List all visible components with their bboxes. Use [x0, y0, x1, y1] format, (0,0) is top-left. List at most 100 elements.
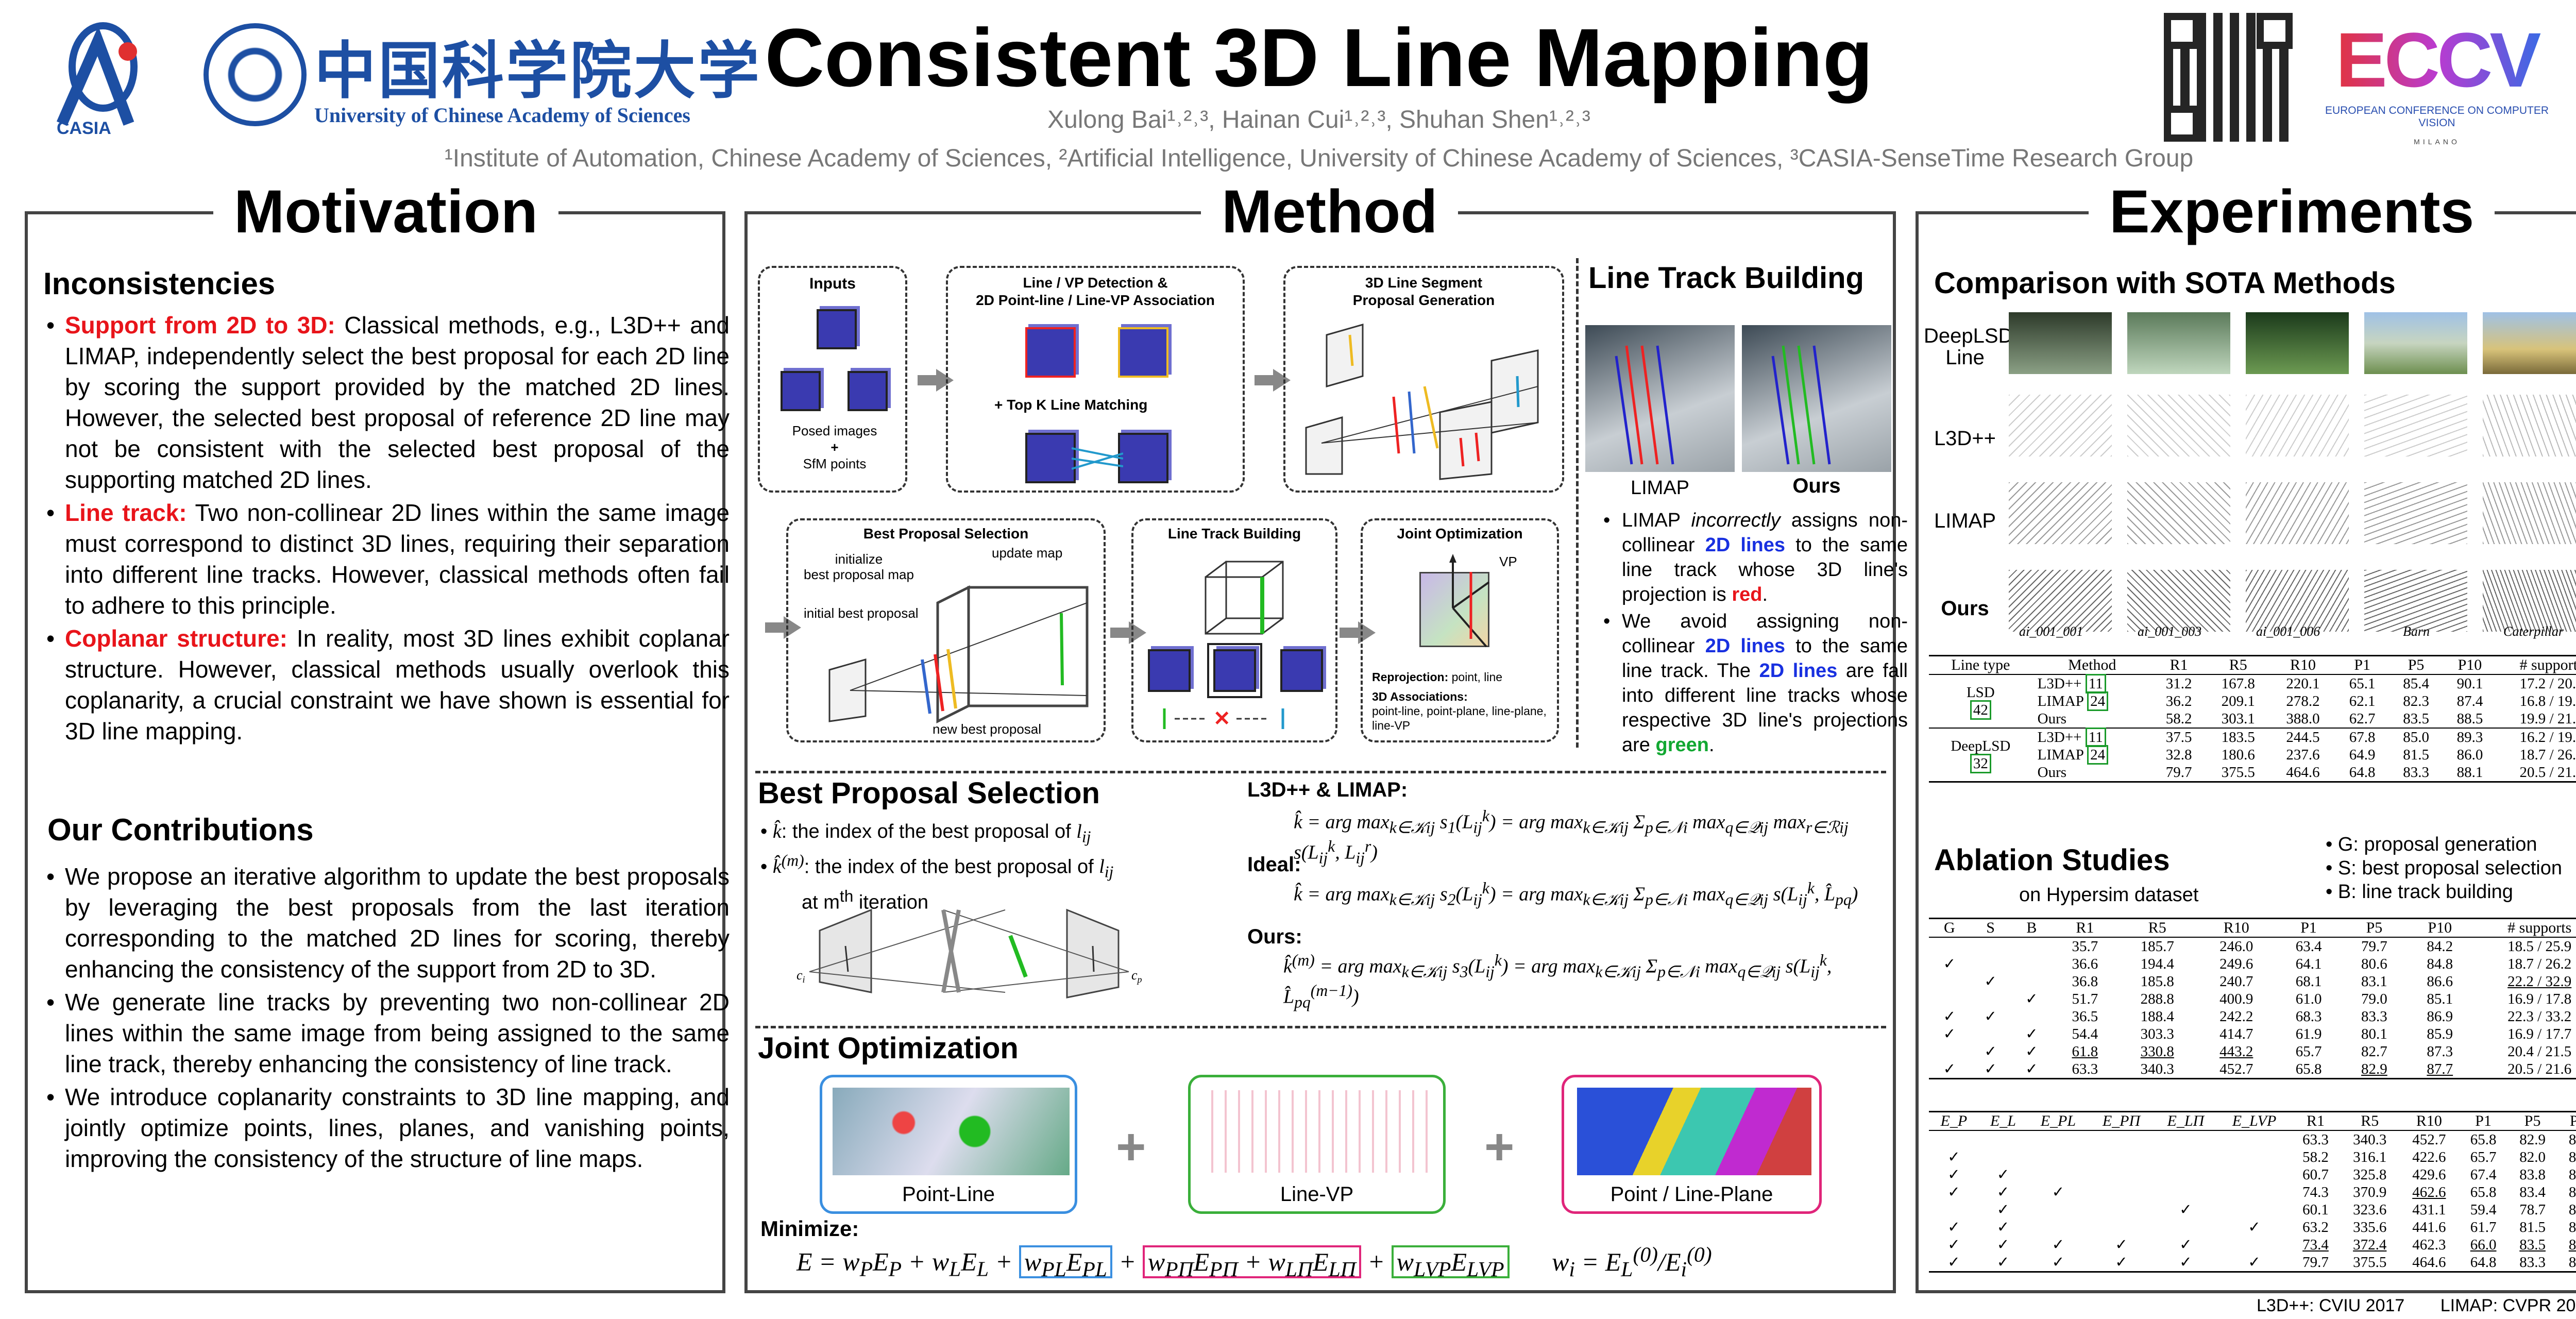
table-cell: 80.1 — [2361, 1026, 2387, 1042]
table-cell — [1929, 990, 1970, 1008]
jo-title: Joint Optimization — [758, 1031, 1019, 1065]
table-cell: 79.7 — [2302, 1254, 2329, 1271]
table-cell: ✓ — [1996, 1237, 2010, 1253]
table-cell: 82.7 — [2361, 1043, 2387, 1060]
table-cell: 65.8 — [2470, 1131, 2497, 1148]
table-cell — [2089, 1183, 2154, 1201]
ideal-equation: k̂ = arg maxk∈𝒦ij s2(Lijk) = arg maxk∈𝒦i… — [1294, 879, 1858, 909]
best-proposal-box: Best Proposal Selection initialize best … — [786, 518, 1106, 742]
line-vp-image: Line-VP — [1188, 1075, 1446, 1214]
bps-title: Best Proposal Selection — [758, 776, 1100, 810]
table-cell: ✓ — [2179, 1202, 2192, 1218]
l3d-equation: k̂ = arg maxk∈𝒦ij s1(Lijk) = arg maxk∈𝒦i… — [1294, 807, 1849, 867]
table-cell: 66.0 — [2470, 1237, 2497, 1253]
legend-item: • S: best proposal selection — [2326, 857, 2563, 879]
table-cell: ✓ — [1984, 1061, 1997, 1077]
table-cell: 88.1 — [2568, 1166, 2576, 1183]
experiments-title: Experiments — [2089, 178, 2495, 245]
table-cell: 20.4 / 21.5 — [2507, 1043, 2572, 1060]
table-cell: 431.1 — [2412, 1202, 2446, 1218]
arrow-icon — [1255, 369, 1291, 392]
table-cell: ✓ — [1943, 1026, 1956, 1042]
table-cell: 87.7 — [2568, 1131, 2576, 1148]
inconsistency-coplanar: Coplanar structure: In reality, most 3D … — [46, 623, 730, 747]
row-label-limap: LIMAP — [1934, 510, 1996, 532]
table-cell: ✓ — [1943, 1008, 1956, 1025]
ablation-legend: • G: proposal generation • S: best propo… — [2326, 833, 2562, 904]
ablation-heading: Ablation Studies — [1934, 843, 2170, 877]
table-cell: 462.3 — [2412, 1237, 2446, 1253]
motivation-title: Motivation — [213, 178, 558, 245]
column-header: E_PΠ — [2102, 1112, 2141, 1129]
sota-row-labels: DeepLSD Line L3D++ LIMAP Ours — [1924, 315, 2013, 645]
table-cell — [2154, 1183, 2217, 1201]
table-cell: 80.6 — [2361, 956, 2387, 972]
table-cell: 429.6 — [2412, 1166, 2446, 1183]
table-cell: 464.6 — [2412, 1254, 2446, 1271]
scene-label: ai_001_001 — [2019, 624, 2083, 639]
table-cell: 83.3 — [2519, 1254, 2546, 1271]
table-cell: 372.4 — [2353, 1237, 2387, 1253]
table-cell: 249.6 — [2219, 956, 2253, 972]
scene-label: ai_001_003 — [2138, 624, 2202, 639]
table-cell — [1929, 937, 1970, 955]
table-cell: 61.8 — [2072, 1043, 2098, 1060]
table-cell: 441.6 — [2412, 1219, 2446, 1236]
update-map-label: update map — [992, 545, 1063, 561]
eccv-logo: ECCV EUROPEAN CONFERENCE ON COMPUTER VIS… — [2324, 15, 2550, 149]
table-cell — [1979, 1148, 2028, 1166]
new-best-label: new best proposal — [933, 721, 1042, 737]
table-cell — [1970, 955, 2011, 973]
table-cell: 64.1 — [2295, 956, 2322, 972]
table-cell: 188.4 — [2140, 1008, 2174, 1025]
table-cell: 35.7 — [2072, 938, 2098, 955]
inconsistency-support: Support from 2D to 3D: Classical methods… — [46, 310, 730, 495]
svg-text:cp: cp — [1131, 968, 1142, 985]
table-cell — [2027, 1219, 2089, 1236]
experiments-panel: Experiments Comparison with SOTA Methods… — [1916, 178, 2576, 1293]
table-cell — [2027, 1201, 2089, 1219]
column-header: # supports — [2507, 919, 2572, 936]
sfm-points-label: SfM points — [803, 456, 867, 471]
table-cell: 87.7 — [2427, 1061, 2453, 1077]
table-cell: ✓ — [1996, 1166, 2010, 1183]
column-header: P1 — [2475, 1112, 2492, 1129]
row-label-l3d: L3D++ — [1934, 427, 1996, 450]
table-cell: 87.3 — [2427, 1043, 2453, 1060]
inconsistencies-heading: Inconsistencies — [43, 266, 276, 301]
table-cell: 63.3 — [2072, 1061, 2098, 1077]
table-cell: 64.8 — [2470, 1254, 2497, 1271]
objective-equation: E = wPEP + wLEL + wPLEPL + wPΠEPΠ + wLΠE… — [796, 1243, 1712, 1281]
method-panel: Method Inputs Posed images + SfM points … — [744, 178, 1908, 1293]
table-cell — [2217, 1183, 2291, 1201]
casia-logo-text: CASIA — [57, 119, 111, 138]
table-cell: 194.4 — [2140, 956, 2174, 972]
table-cell: 61.9 — [2295, 1026, 2322, 1042]
qr-code[interactable] — [2164, 13, 2293, 142]
table-cell — [2154, 1166, 2217, 1183]
table-cell: 61.7 — [2470, 1219, 2497, 1236]
footer-limap: LIMAP: CVPR 2023 — [2440, 1296, 2576, 1315]
table-cell: 288.8 — [2140, 991, 2174, 1007]
table-cell: 68.1 — [2295, 973, 2322, 990]
column-header: E_P — [1940, 1112, 1968, 1129]
table-cell: 323.6 — [2353, 1202, 2387, 1218]
table-cell: 86.9 — [2568, 1149, 2576, 1165]
column-header: R10 — [2416, 1112, 2442, 1129]
ltb-bullet: LIMAP incorrectly assigns non-collinear … — [1603, 508, 1908, 607]
column-header: E_LΠ — [2167, 1112, 2205, 1129]
casia-logo: CASIA — [41, 21, 160, 139]
table-cell: 18.7 / 26.2 — [2507, 956, 2572, 972]
table-cell: 16.9 / 17.8 — [2507, 991, 2572, 1007]
